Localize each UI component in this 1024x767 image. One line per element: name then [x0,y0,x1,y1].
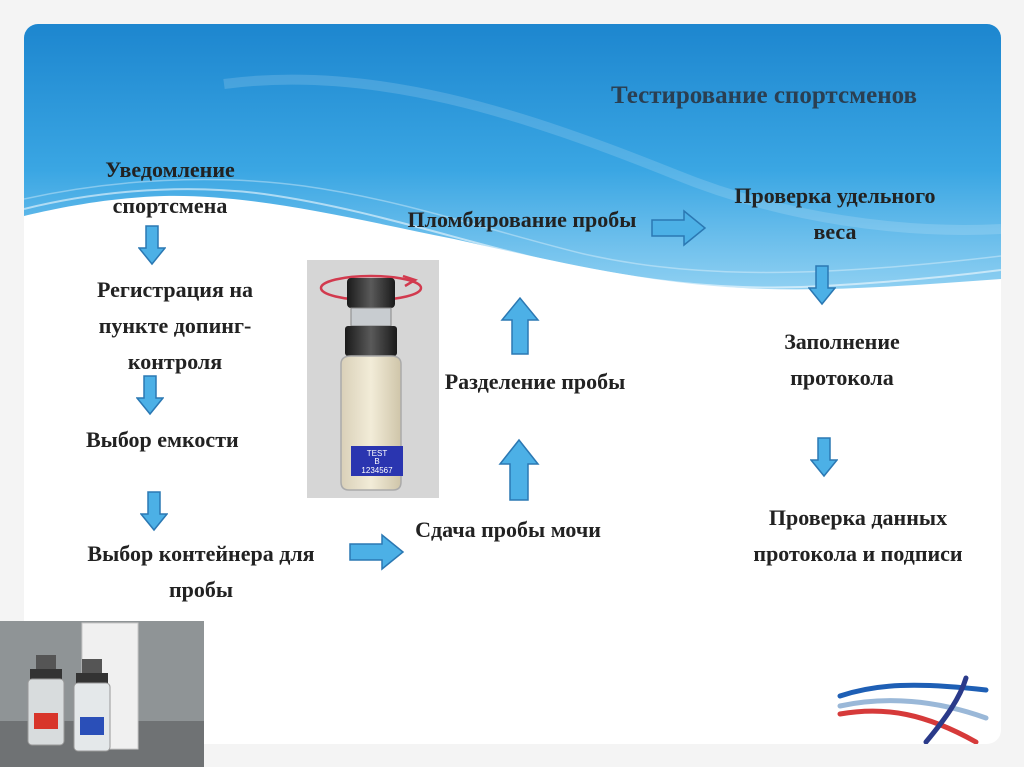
arrow-up-icon [498,438,540,501]
step-choose-container: Выбор контейнера для пробы [87,541,315,602]
step-check-protocol: Проверка данных протокола и подписи [753,505,963,566]
arrow-up-icon [500,296,540,355]
arrow-down-icon [808,265,836,306]
sample-bottle-photo: TEST B 1234567 [307,260,439,498]
step-check-gravity: Проверка удельного веса [734,183,936,244]
step-split-sample: Разделение пробы [444,369,626,394]
arrow-down-icon [136,375,164,416]
step-seal-sample: Пломбирование пробы [407,207,637,232]
sample-kit-photo [0,621,204,767]
arrow-down-icon [810,437,838,478]
wave-banner [24,24,1001,290]
athletics-flag-logo [837,675,989,744]
step-urine-sample: Сдача пробы мочи [415,517,601,542]
arrow-right-icon [349,533,405,571]
arrow-right-icon [651,209,707,247]
step-fill-protocol: Заполнение протокола [784,329,900,390]
bottle-label-line3: 1234567 [361,466,393,475]
step-choose-vessel: Выбор емкости [86,427,239,452]
step-registration: Регистрация на пункте допинг-контроля [96,277,254,374]
bottle-label-line2: B [374,457,379,466]
bottle-label-line1: TEST [367,449,388,458]
step-notification: Уведомление спортсмена [105,157,235,218]
arrow-down-icon [138,225,166,266]
arrow-down-icon [140,491,168,532]
slide-title: Тестирование спортсменов [610,82,917,109]
